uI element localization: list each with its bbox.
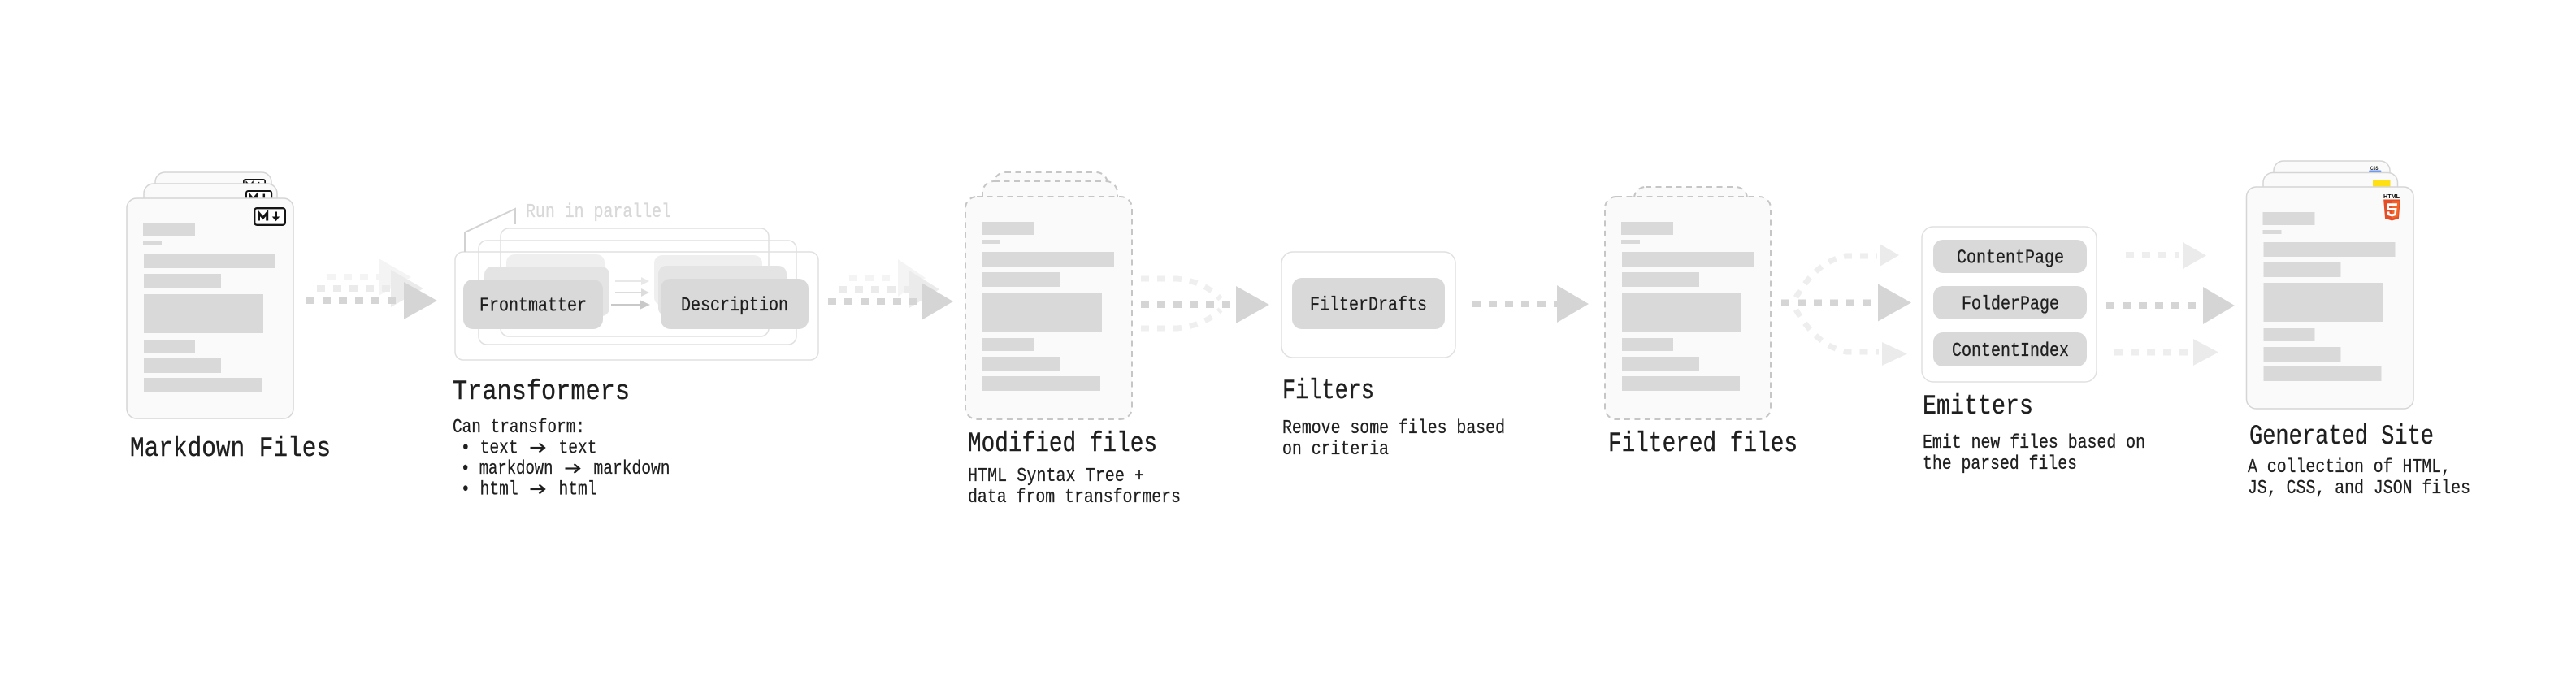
- svg-text:HTML Syntax Tree +: HTML Syntax Tree +: [968, 466, 1144, 488]
- svg-text:ContentPage: ContentPage: [1957, 248, 2064, 270]
- svg-text:Emitters: Emitters: [1923, 392, 2033, 423]
- svg-text:FolderPage: FolderPage: [1962, 294, 2059, 316]
- svg-text:Remove some files based: Remove some files based: [1282, 418, 1505, 440]
- svg-text:• markdown: • markdown: [461, 458, 553, 480]
- svg-text:CSS: CSS: [2370, 167, 2379, 171]
- svg-text:Run in parallel: Run in parallel: [526, 202, 671, 223]
- svg-text:Markdown Files: Markdown Files: [130, 434, 331, 465]
- svg-text:the parsed files: the parsed files: [1923, 453, 2077, 475]
- svg-text:Modified files: Modified files: [968, 429, 1157, 460]
- svg-text:Filters: Filters: [1282, 376, 1374, 407]
- svg-text:markdown: markdown: [594, 458, 670, 480]
- svg-text:JS, CSS, and JSON files: JS, CSS, and JSON files: [2248, 478, 2470, 500]
- svg-text:• html: • html: [461, 479, 518, 501]
- svg-text:data from transformers: data from transformers: [968, 487, 1181, 509]
- svg-text:A collection of HTML,: A collection of HTML,: [2248, 457, 2451, 479]
- svg-text:html: html: [559, 479, 597, 501]
- svg-text:text: text: [559, 438, 597, 460]
- svg-text:Transformers: Transformers: [453, 377, 630, 408]
- svg-text:ContentIndex: ContentIndex: [1952, 340, 2069, 362]
- svg-text:Emit new files based on: Emit new files based on: [1923, 432, 2145, 454]
- svg-text:HTML: HTML: [2383, 193, 2400, 200]
- svg-text:Generated Site: Generated Site: [2249, 422, 2434, 453]
- svg-text:Description: Description: [681, 295, 788, 317]
- svg-text:Can transform:: Can transform:: [453, 417, 585, 439]
- svg-text:Frontmatter: Frontmatter: [479, 296, 587, 318]
- svg-text:Filtered files: Filtered files: [1608, 429, 1798, 460]
- svg-text:on criteria: on criteria: [1282, 439, 1389, 461]
- svg-text:FilterDrafts: FilterDrafts: [1310, 295, 1427, 317]
- svg-text:• text: • text: [461, 438, 518, 460]
